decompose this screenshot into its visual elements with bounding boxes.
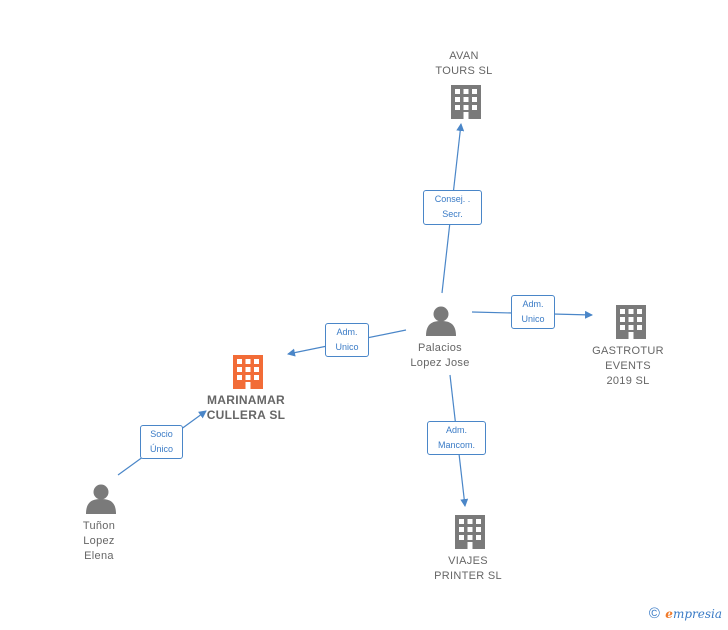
tunon-person-icon[interactable]: [86, 484, 116, 515]
avan-building-icon[interactable]: [451, 85, 481, 119]
node-label-palacios[interactable]: Palacios Lopez Jose: [410, 342, 470, 369]
palacios-person-icon[interactable]: [426, 306, 456, 337]
node-label-marinamar[interactable]: MARINAMAR CULLERA SL: [206, 393, 286, 422]
marinamar-building-icon[interactable]: [233, 355, 263, 389]
node-label-tunon[interactable]: Tuñon Lopez Elena: [82, 520, 116, 562]
footer-credit: © empresia: [649, 605, 722, 622]
node-label-viajes[interactable]: VIAJES PRINTER SL: [434, 555, 502, 582]
empresia-logo[interactable]: empresia: [665, 607, 722, 621]
edge-label-socio-unico: Socio Único: [140, 425, 183, 459]
edge-label-adm-mancom: Adm. Mancom.: [427, 421, 486, 455]
viajes-building-icon[interactable]: [455, 515, 485, 549]
edge-label-adm-unico-marinamar: Adm. Unico: [325, 323, 369, 357]
gastrotur-building-icon[interactable]: [616, 305, 646, 339]
edge-label-consej-secr: Consej. . Secr.: [423, 190, 482, 225]
copyright-icon: ©: [648, 605, 660, 622]
node-label-gastrotur[interactable]: GASTROTUR EVENTS 2019 SL: [592, 345, 664, 387]
edge-label-adm-unico-gastrotur: Adm. Unico: [511, 295, 555, 329]
node-label-avan[interactable]: AVAN TOURS SL: [435, 50, 493, 77]
